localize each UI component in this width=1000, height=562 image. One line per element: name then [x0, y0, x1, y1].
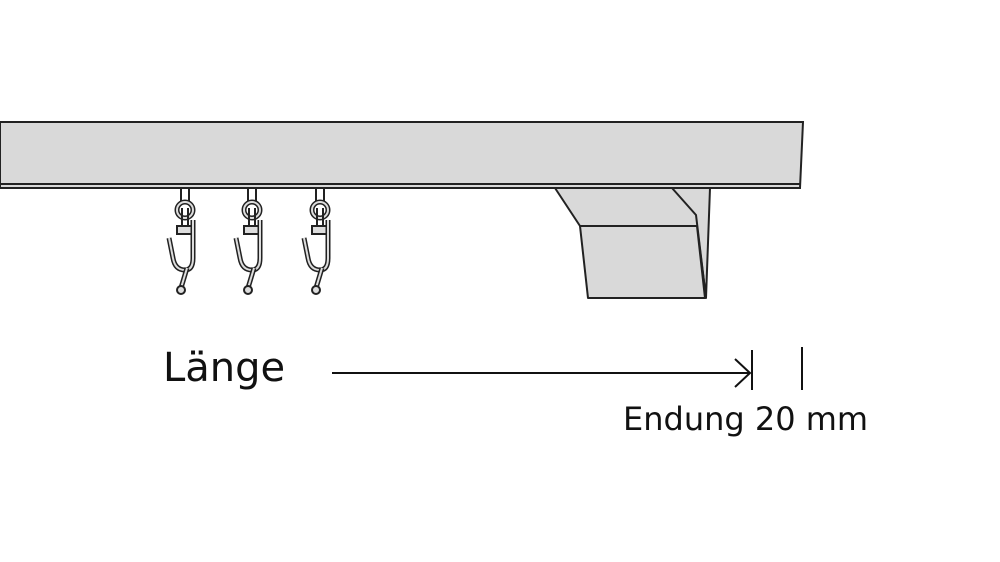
wall-bracket — [554, 187, 711, 299]
curtain-rail — [0, 121, 805, 189]
curtain-hook — [236, 188, 260, 294]
length-label: Länge — [163, 345, 286, 391]
length-arrow — [332, 347, 803, 390]
curtain-hook — [304, 188, 328, 294]
curtain-hook — [169, 188, 193, 294]
end-cap-label: Endung 20 mm — [623, 400, 869, 438]
